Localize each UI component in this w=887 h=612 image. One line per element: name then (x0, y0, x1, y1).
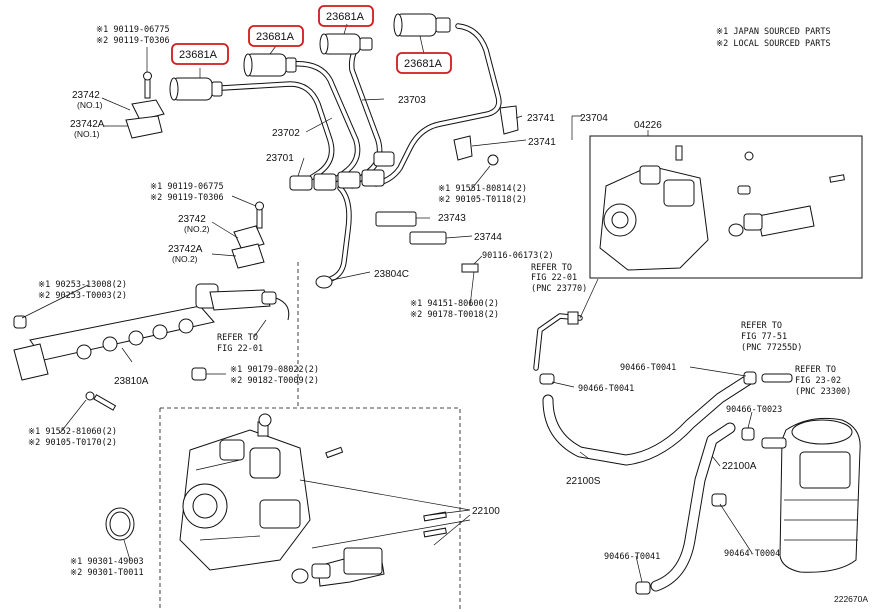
label-90464-T0004: 90464-T0004 (724, 549, 780, 559)
label-90178-T0018: ※2 90178-T0018(2) (410, 310, 499, 320)
label-23742A-no1-sub: (NO.1) (74, 129, 100, 139)
label-23681A-1: 23681A (179, 49, 218, 61)
label-23741-a: 23741 (527, 113, 555, 124)
label-23703: 23703 (398, 95, 426, 106)
label-90466-T0041-c: 90466-T0041 (604, 552, 660, 562)
label-04226: 04226 (634, 120, 662, 131)
label-90119-T0306-a: ※2 90119-T0306 (96, 36, 170, 46)
label-23701: 23701 (266, 153, 294, 164)
fuel-hoses (533, 311, 861, 595)
label-23810A: 23810A (114, 376, 149, 387)
label-90301-T0011: ※2 90301-T0011 (70, 568, 144, 578)
label-23702: 23702 (272, 128, 300, 139)
label-23681A-4: 23681A (404, 58, 443, 70)
label-94151-80600: ※1 94151-80600(2) (410, 299, 499, 309)
label-23742A-no2-sub: (NO.2) (172, 254, 198, 264)
label-90301-49003: ※1 90301-49003 (70, 557, 144, 567)
label-23704: 23704 (580, 113, 608, 124)
refer-77-51-line3: (PNC 77255D) (741, 343, 802, 353)
injection-pipes (125, 13, 519, 289)
label-23742A-no2: 23742A (168, 244, 203, 255)
label-23742-no2: 23742 (178, 214, 206, 225)
label-90466-T0023: 90466-T0023 (726, 405, 782, 415)
label-23742-no1-sub: (NO.1) (77, 100, 103, 110)
label-90105-T0118: ※2 90105-T0118(2) (438, 195, 527, 205)
refer-22-01-line3: (PNC 23770) (531, 284, 587, 294)
label-90466-T0041-a: 90466-T0041 (620, 363, 676, 373)
kit-04226-box (589, 135, 863, 279)
legend-local: ※2 LOCAL SOURCED PARTS (716, 39, 831, 49)
sleeve-23681A-a (169, 77, 223, 101)
label-90466-T0041-b: 90466-T0041 (578, 384, 634, 394)
refer-77-51-line2: FIG 77-51 (741, 332, 787, 342)
sleeve-23681A-b (243, 53, 297, 77)
label-23742-no1: 23742 (72, 90, 100, 101)
legend-japan: ※1 JAPAN SOURCED PARTS (716, 27, 831, 37)
refer-23-02-line3: (PNC 23300) (795, 387, 851, 397)
refer-23-02-line2: FIG 23-02 (795, 376, 841, 386)
refer-22-01-side-line2: FIG 22-01 (217, 344, 263, 354)
label-23742A-no1: 23742A (70, 119, 105, 130)
label-91552-81060: ※1 91552-81060(2) (28, 427, 117, 437)
label-23741-b: 23741 (528, 137, 556, 148)
label-23744: 23744 (474, 232, 502, 243)
label-91551-80814: ※1 91551-80814(2) (438, 184, 527, 194)
label-23743: 23743 (438, 213, 466, 224)
label-22100S: 22100S (566, 476, 601, 487)
label-90116-06173: 90116-06173(2) (482, 251, 554, 261)
label-23742-no2-sub: (NO.2) (184, 224, 210, 234)
label-23681A-3: 23681A (326, 11, 365, 23)
label-90253-13008: ※1 90253-13008(2) (38, 280, 127, 290)
refer-22-01-side-line1: REFER TO (217, 333, 258, 343)
refer-77-51-line1: REFER TO (741, 321, 782, 331)
label-90105-T0170: ※2 90105-T0170(2) (28, 438, 117, 448)
label-23804C: 23804C (374, 269, 409, 280)
label-90119-06775-a: ※1 90119-06775 (96, 25, 170, 35)
fuel-rail-23810A (13, 283, 290, 541)
label-22100: 22100 (472, 506, 500, 517)
figure-code: 222670A (834, 594, 868, 604)
supply-pump-box (159, 262, 461, 610)
leader-lines (21, 23, 753, 583)
label-23681A-2: 23681A (256, 31, 295, 43)
label-90119-06775-b: ※1 90119-06775 (150, 182, 224, 192)
highlight-boxes (171, 5, 452, 74)
refer-22-01-line1: REFER TO (531, 263, 572, 273)
sleeve-23681A-d (393, 13, 451, 37)
label-90253-T0003: ※2 90253-T0003(2) (38, 291, 127, 301)
refer-23-02-line1: REFER TO (795, 365, 836, 375)
sleeve-23681A-c (319, 33, 373, 55)
refer-22-01-line2: FIG 22-01 (531, 273, 577, 283)
label-90182-T0009: ※2 90182-T0009(2) (230, 376, 319, 386)
labels: 23681A 23681A 23681A 23681A ※1 JAPAN SOU… (28, 11, 868, 604)
label-90179-08022: ※1 90179-08022(2) (230, 365, 319, 375)
label-22100A: 22100A (722, 461, 757, 472)
label-90119-T0306-b: ※2 90119-T0306 (150, 193, 224, 203)
